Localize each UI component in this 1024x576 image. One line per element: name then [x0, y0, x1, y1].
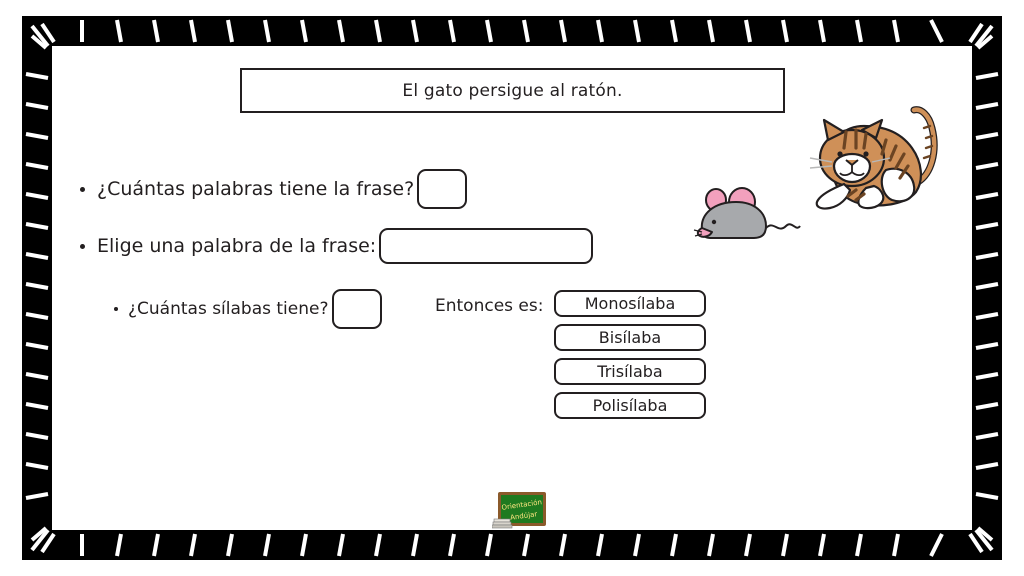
- option-trisilaba[interactable]: Trisílaba: [554, 358, 706, 385]
- logo-line2-text: Andújar: [510, 510, 538, 522]
- sentence-banner: El gato persigue al ratón.: [240, 68, 785, 113]
- entonces-label: Entonces es:: [435, 296, 544, 316]
- bullet-icon: [80, 186, 85, 192]
- orientacion-andujar-logo: Orientación Andújar: [491, 490, 548, 536]
- option-bisilaba[interactable]: Bisílaba: [554, 324, 706, 351]
- question-choose-word-row: Elige una palabra de la frase:: [80, 228, 594, 264]
- sentence-text: El gato persigue al ratón.: [402, 80, 623, 101]
- question-word-count-label: ¿Cuántas palabras tiene la frase?: [97, 177, 415, 200]
- question-syllable-count-label: ¿Cuántas sílabas tiene?: [128, 298, 329, 319]
- mouse-illustration: [692, 186, 802, 252]
- chosen-word-input[interactable]: [379, 228, 594, 264]
- bullet-icon: [114, 307, 118, 311]
- bullet-icon: [80, 243, 85, 249]
- question-word-count-row: ¿Cuántas palabras tiene la frase?: [80, 169, 468, 209]
- word-count-input[interactable]: [417, 169, 468, 209]
- question-choose-word-label: Elige una palabra de la frase:: [97, 234, 377, 257]
- worksheet-page: El gato persigue al ratón. ¿Cuántas pala…: [52, 46, 972, 530]
- option-polisilaba[interactable]: Polisílaba: [554, 392, 706, 419]
- option-monosilaba[interactable]: Monosílaba: [554, 290, 706, 317]
- cat-illustration: [790, 96, 950, 230]
- syllable-count-input[interactable]: [331, 289, 382, 329]
- syllable-type-options: Monosílaba Bisílaba Trisílaba Polisílaba: [554, 290, 706, 419]
- question-syllable-count-row: ¿Cuántas sílabas tiene?: [114, 289, 382, 329]
- decorative-frame: [22, 16, 1002, 560]
